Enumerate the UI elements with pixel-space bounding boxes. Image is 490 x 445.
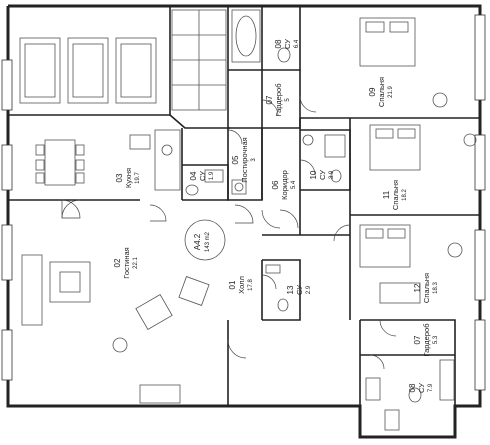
storage-box-1 bbox=[19, 37, 61, 104]
room-number: 12 bbox=[413, 283, 422, 292]
room-area: 18.3 bbox=[433, 282, 439, 294]
room-area: 18.2 bbox=[402, 189, 408, 201]
room-number: 09 bbox=[368, 87, 377, 96]
room-label-10: 10 СУ 3.9 bbox=[309, 170, 335, 180]
room-label-07a: 07 Гардероб 5 bbox=[265, 84, 291, 117]
room-name: Спальня bbox=[391, 180, 400, 210]
storage-box-2 bbox=[67, 37, 109, 104]
storage-box-3 bbox=[115, 37, 157, 104]
room-name: Постирочная bbox=[240, 137, 249, 182]
furniture bbox=[19, 9, 477, 431]
room-area: 3.9 bbox=[329, 170, 335, 179]
bathtub-08b bbox=[439, 359, 455, 401]
room-number: 04 bbox=[189, 171, 198, 180]
room-label-12: 12 Спальня 18.3 bbox=[413, 273, 439, 303]
room-name: СУ bbox=[318, 170, 327, 180]
room-area: 17.8 bbox=[248, 279, 254, 291]
room-number: 11 bbox=[382, 190, 391, 199]
room-area: 2.9 bbox=[306, 285, 312, 294]
bathtub-08 bbox=[231, 9, 261, 63]
room-label-08b: 08 СУ 7.9 bbox=[408, 383, 434, 393]
room-number: 03 bbox=[115, 173, 124, 182]
room-area: 6.4 bbox=[294, 39, 300, 48]
room-name: Гардероб bbox=[422, 324, 431, 357]
room-area: 5.4 bbox=[291, 180, 297, 189]
room-label-03: 03 Кухня 19.7 bbox=[115, 168, 141, 188]
room-name: СУ bbox=[417, 383, 426, 393]
windows bbox=[1, 14, 486, 391]
room-number: 06 bbox=[271, 180, 280, 189]
kitchen-counter bbox=[154, 129, 181, 191]
room-label-13: 13 СУ 2.9 bbox=[286, 285, 312, 295]
armchair bbox=[135, 294, 173, 330]
hall-table bbox=[184, 219, 226, 261]
room-number: 08 bbox=[408, 383, 417, 392]
room-number: 10 bbox=[309, 170, 318, 179]
bed-11 bbox=[369, 124, 421, 171]
bed-12 bbox=[359, 224, 411, 268]
room-number: 08 bbox=[274, 39, 283, 48]
room-name: Гостиная bbox=[122, 247, 131, 278]
room-label-06: 06 Коридор 5.4 bbox=[271, 170, 297, 200]
room-number: 13 bbox=[286, 285, 295, 294]
room-name: СУ bbox=[283, 39, 292, 49]
room-name: Коридор bbox=[280, 170, 289, 200]
bed-09 bbox=[359, 17, 416, 67]
room-label-09: 09 Спальня 21.9 bbox=[368, 77, 394, 107]
room-area: 1.9 bbox=[209, 171, 215, 180]
doors bbox=[61, 95, 397, 370]
room-area: 5 bbox=[285, 98, 291, 102]
room-number: 05 bbox=[231, 155, 240, 164]
room-area: 5.3 bbox=[433, 335, 439, 344]
room-number: 07 bbox=[413, 335, 422, 344]
room-name: Кухня bbox=[124, 168, 133, 188]
room-label-01: 01 Холл 17.8 bbox=[228, 276, 254, 294]
room-name: Спальня bbox=[422, 273, 431, 303]
room-area: 21.9 bbox=[388, 86, 394, 98]
apartment-area: 143 m2 bbox=[205, 231, 211, 252]
sofa bbox=[21, 254, 43, 326]
apartment-label: А4.2 143 m2 bbox=[193, 231, 211, 252]
room-name: СУ bbox=[295, 285, 304, 295]
interior-walls bbox=[8, 6, 480, 437]
room-label-05: 05 Постирочная 3 bbox=[231, 137, 257, 182]
room-label-08a: 08 СУ 6.4 bbox=[274, 39, 300, 49]
room-number: 01 bbox=[228, 280, 237, 289]
room-name: Гардероб bbox=[274, 84, 283, 117]
room-name: Спальня bbox=[377, 77, 386, 107]
apartment-code: А4.2 bbox=[193, 233, 202, 250]
room-name: Холл bbox=[237, 276, 246, 294]
room-label-02: 02 Гостиная 22.1 bbox=[113, 247, 139, 278]
room-area: 7.9 bbox=[428, 383, 434, 392]
room-name: СУ bbox=[198, 171, 207, 181]
room-label-11: 11 Спальня 18.2 bbox=[382, 180, 408, 210]
room-area: 19.7 bbox=[135, 172, 141, 184]
room-label-07b: 07 Гардероб 5.3 bbox=[413, 324, 439, 357]
room-area: 3 bbox=[251, 158, 257, 162]
room-label-04: 04 СУ 1.9 bbox=[189, 171, 215, 181]
room-area: 22.1 bbox=[133, 257, 139, 269]
room-labels: 01 Холл 17.8 02 Гостиная 22.1 03 Кухня 1… bbox=[113, 39, 439, 393]
room-number: 02 bbox=[113, 258, 122, 267]
room-number: 07 bbox=[265, 95, 274, 104]
dining-table bbox=[44, 139, 76, 186]
coffee-table bbox=[49, 261, 91, 303]
